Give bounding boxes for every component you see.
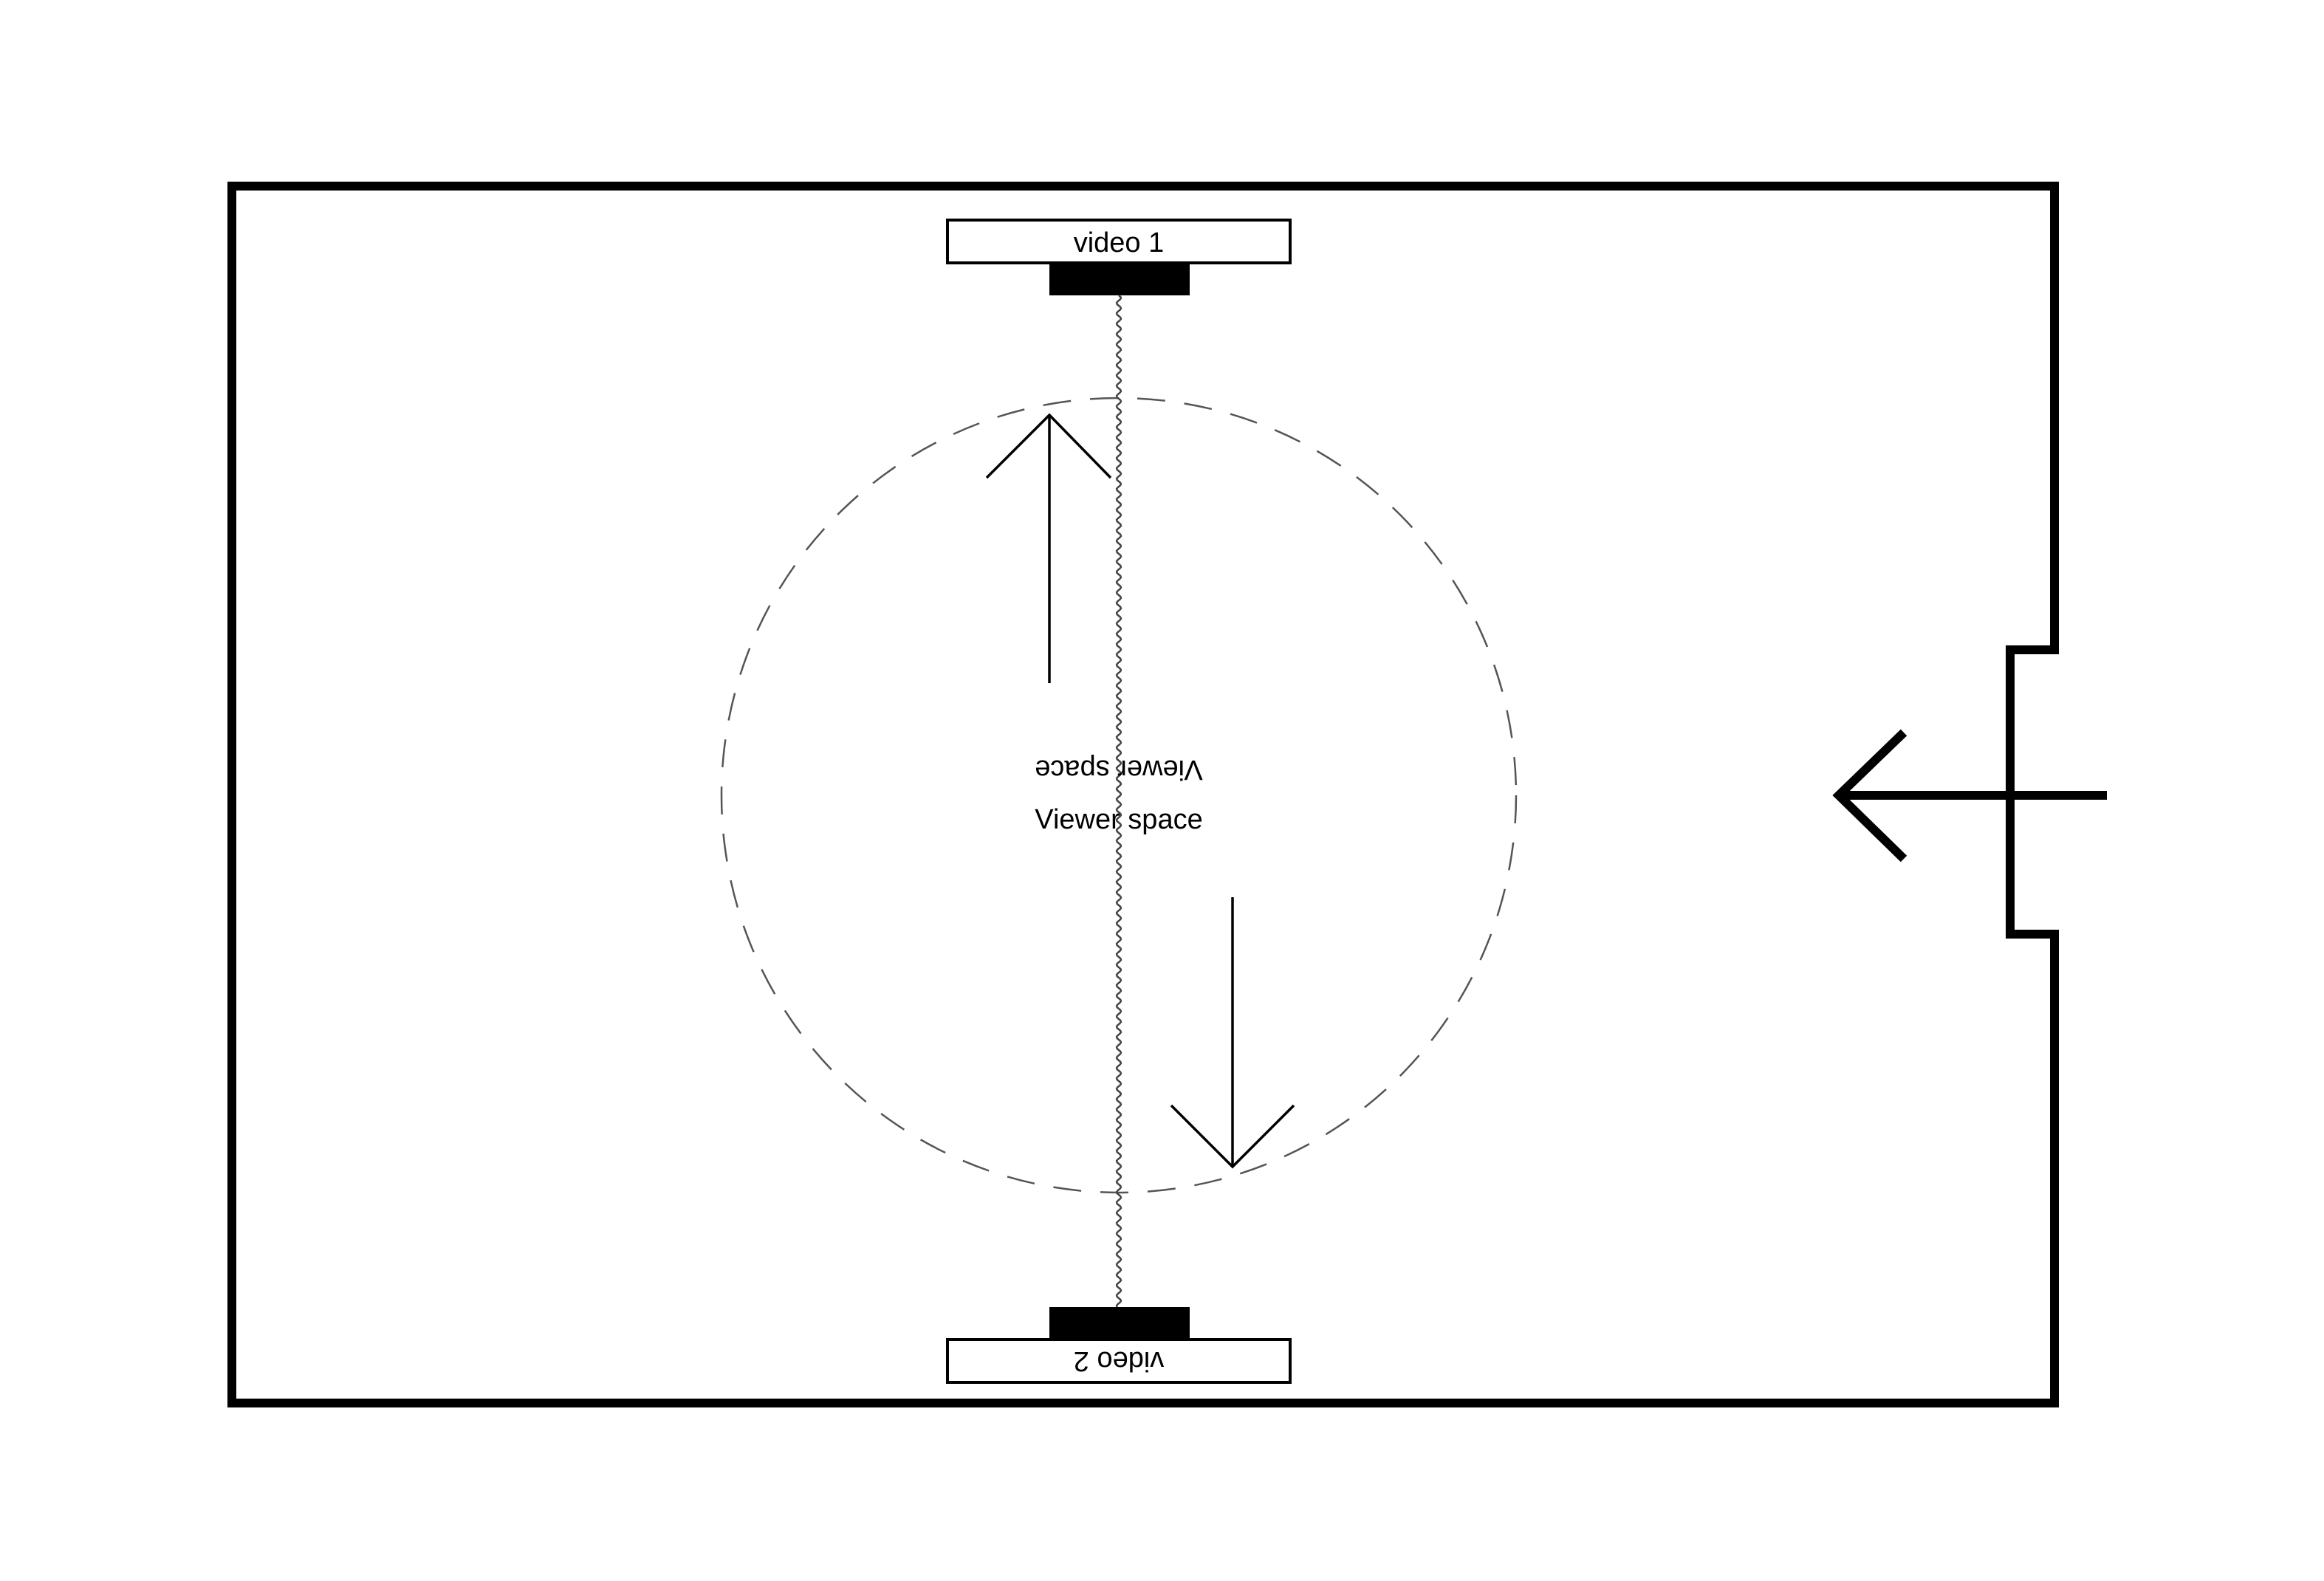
video-2-label: video 2 bbox=[1074, 1345, 1165, 1376]
video-2-projector bbox=[1049, 1307, 1190, 1340]
video-1-projector bbox=[1049, 263, 1190, 295]
down-arrow bbox=[1170, 897, 1295, 1169]
viewer-space-label: Viewer space bbox=[1035, 804, 1202, 835]
video-1-screen: video 1 bbox=[946, 219, 1292, 264]
room-walls bbox=[227, 182, 2059, 1407]
up-arrow bbox=[985, 413, 1112, 683]
video-2-screen: video 2 bbox=[946, 1338, 1292, 1384]
divider-line bbox=[1115, 295, 1122, 1308]
viewer-space-label-mirrored: Viewer space bbox=[1035, 754, 1202, 785]
viewer-space-circle bbox=[720, 397, 1518, 1194]
video-1-label: video 1 bbox=[1074, 227, 1165, 258]
entrance-arrow bbox=[1832, 729, 2107, 862]
